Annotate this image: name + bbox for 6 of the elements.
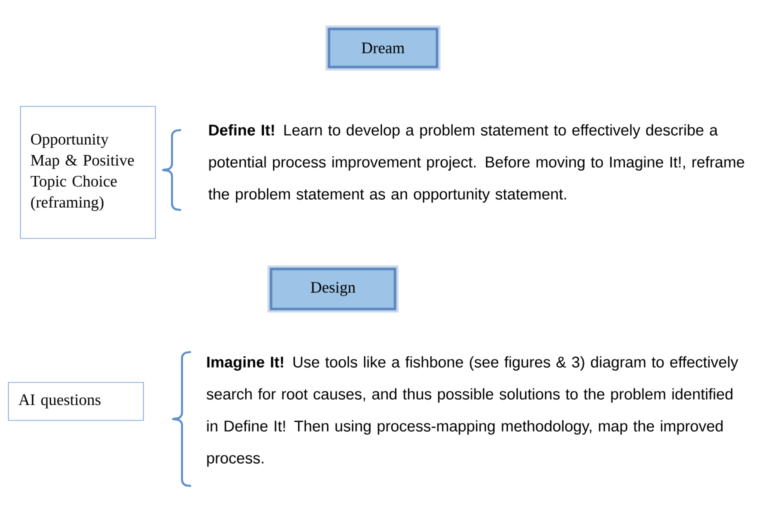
text-box: AI questions [8,382,144,421]
description-text: Imagine It! Use tools like a fishbone (see figures & 3) diagram to effectively search for root causes, and thus possible solutions to the problem identified in Define It! Then using process-mapping methodology, map the improved process. [206,356,738,467]
phase-box: Design [268,266,398,312]
text-box: Opportunity Map & Positive Topic Choice (reframing) [20,106,156,239]
description-text: Define It! Learn to develop a problem statement to effectively describe a potential process improvement project. Before moving to Imagine It!, reframe the problem statement as an opportunity statement. [208,124,744,203]
phase-box: Dream [326,26,440,70]
